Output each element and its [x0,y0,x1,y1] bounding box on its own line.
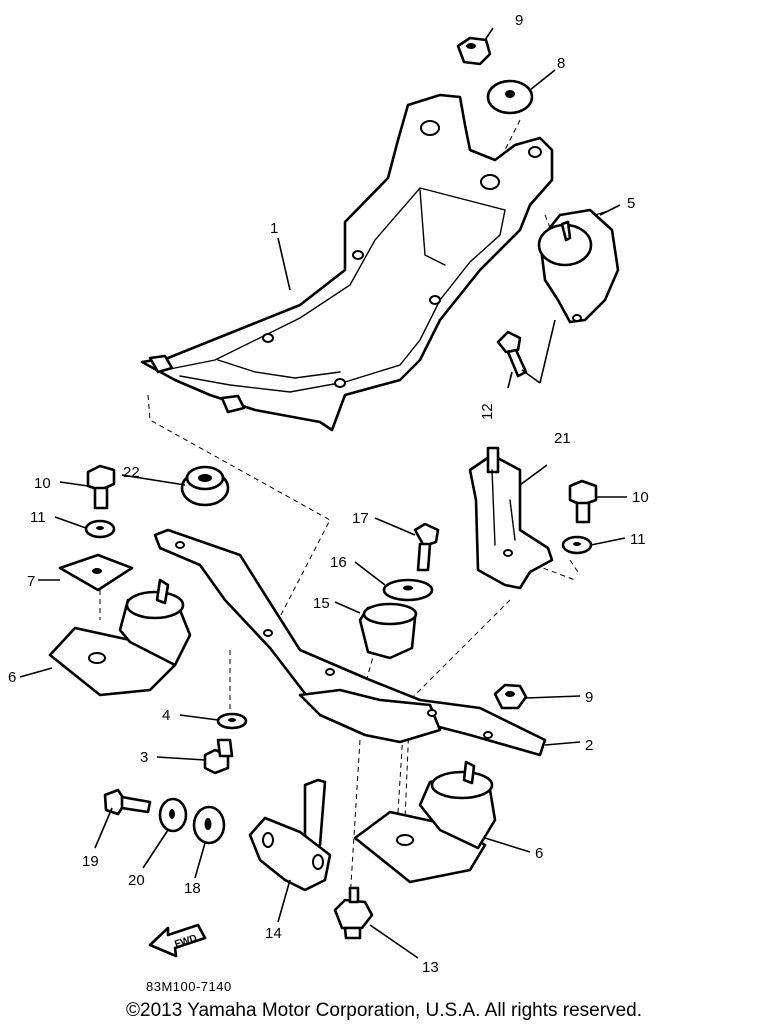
callout-15: 15 [313,595,330,612]
callout-6-right: 6 [535,845,543,862]
callout-10-right: 10 [632,489,649,506]
collar-part-22 [180,465,230,507]
callout-17: 17 [352,510,369,527]
bushing-part-15 [358,602,418,660]
frame-part-1 [140,93,554,432]
callout-10-left: 10 [34,475,51,492]
callout-2: 2 [585,737,593,754]
callout-6-left: 6 [8,669,16,686]
washer-part-20 [158,797,188,833]
callout-numbers: 1 2 3 4 5 6 6 7 8 9 9 10 10 11 11 12 13 … [8,12,649,976]
nut-part-9-top [456,36,492,66]
bracket-part-14 [248,778,332,892]
callout-14: 14 [265,925,282,942]
mount-part-6-right [353,760,497,884]
callout-4: 4 [162,707,170,724]
plate-part-7 [58,553,134,592]
callout-16: 16 [330,554,347,571]
nut-part-9-lower [493,683,528,710]
drawing-code: 83M100-7140 [146,979,232,994]
bolt-part-17 [413,522,440,572]
washer-part-11-left [84,519,116,539]
crossmember-part-2 [153,528,547,757]
forward-arrow-icon: FWD [148,923,207,958]
callout-11-right: 11 [630,531,646,548]
callout-20: 20 [128,872,145,889]
callout-19: 19 [82,853,99,870]
bolt-part-10-right [568,479,598,524]
bolt-part-19 [103,788,152,816]
callout-13: 13 [422,959,439,976]
callout-22: 22 [123,464,140,481]
callout-9-top: 9 [515,12,523,29]
nut-part-13 [333,886,374,940]
mount-part-6-left [48,578,192,697]
bolt-part-12 [496,330,528,378]
washer-part-11-right [561,535,593,555]
callout-11-left: 11 [30,509,46,526]
callout-9-lower: 9 [585,689,593,706]
washer-part-4 [216,712,248,730]
callout-7: 7 [27,573,35,590]
washer-part-18 [192,805,226,845]
callout-21: 21 [554,430,571,447]
callout-5: 5 [627,195,635,212]
copyright-notice: ©2013 Yamaha Motor Corporation, U.S.A. A… [126,1000,642,1021]
callout-3: 3 [140,749,148,766]
bolt-part-3 [203,738,234,775]
bolt-part-10-left [86,464,116,510]
leader-lines [19,27,627,959]
callout-8: 8 [557,55,565,72]
bracket-part-21 [468,446,554,590]
washer-part-8 [486,79,534,115]
washer-part-16 [382,578,434,602]
mount-part-5 [537,208,620,324]
callout-18: 18 [184,880,201,897]
callout-1: 1 [270,220,278,237]
callout-12: 12 [479,403,496,420]
